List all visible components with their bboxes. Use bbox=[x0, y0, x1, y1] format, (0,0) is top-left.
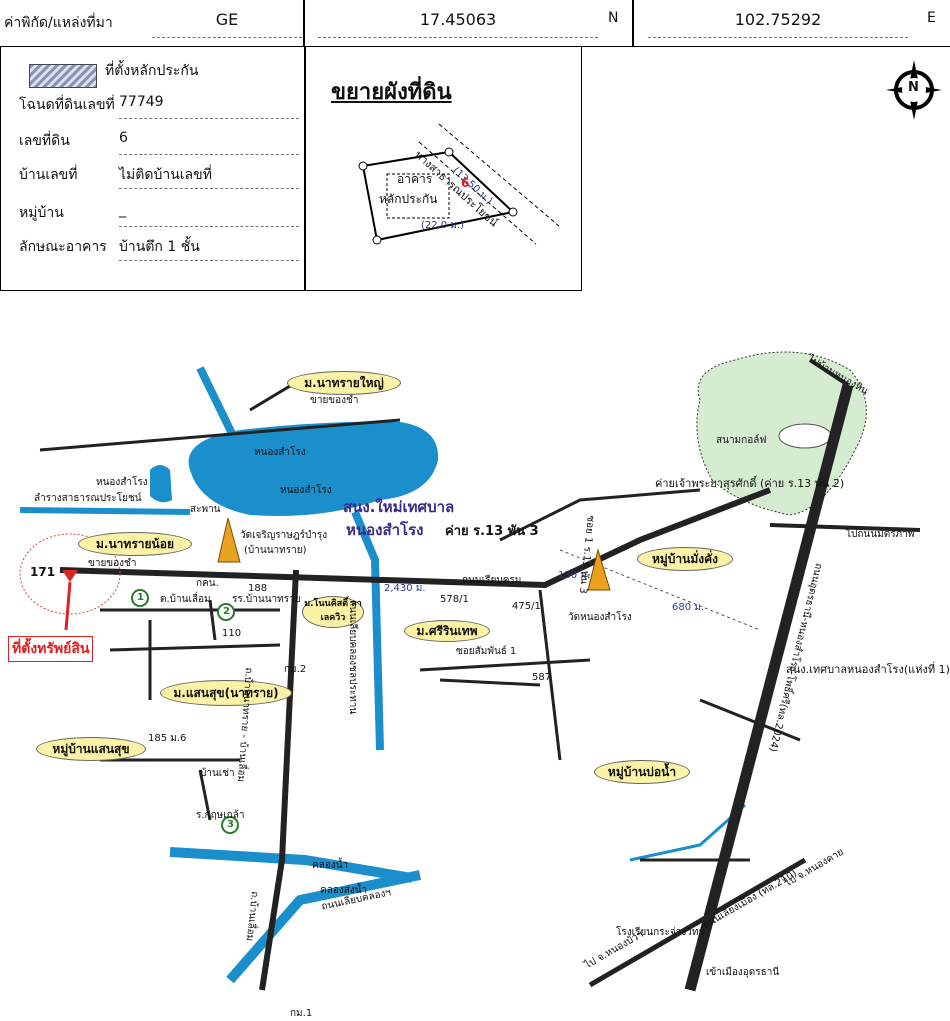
hong-sam-label: หนองสำโรง bbox=[254, 447, 306, 458]
building-value: บ้านตึก 1 ชั้น bbox=[119, 239, 200, 255]
compass-letter: N bbox=[908, 80, 919, 95]
circle-3: 3 bbox=[227, 819, 234, 830]
wat-charoen-label-2: (บ้านนาทราย) bbox=[244, 545, 307, 556]
village-si-rin-thep: ม.ศรีรินเทพ bbox=[404, 620, 490, 642]
circle-2: 2 bbox=[223, 606, 230, 617]
lake-label: หนองสำโรง bbox=[280, 485, 332, 496]
collateral-legend-swatch bbox=[29, 64, 97, 88]
divider bbox=[632, 0, 634, 46]
distance-130: 130 ม. bbox=[558, 570, 591, 581]
plot-title: ขยายผังที่ดิน bbox=[331, 80, 452, 105]
property-info-panel: ที่ตั้งหลักประกัน โฉนดที่ดินเลขที่ 77749… bbox=[0, 46, 582, 291]
land-no-value: 6 bbox=[119, 130, 128, 146]
coordinate-header: ค่าพิกัด/แหล่งที่มา GE 17.45063 N 102.75… bbox=[0, 0, 950, 47]
golf-label: สนามกอล์ฟ bbox=[716, 435, 767, 446]
land-no-label: เลขที่ดิน bbox=[19, 133, 70, 149]
north-arrow-icon bbox=[886, 60, 942, 120]
village-na-sai-noi: ม.นาทรายน้อย bbox=[78, 532, 192, 556]
wat-nong-label: วัดหนองสำโรง bbox=[568, 612, 632, 623]
circle-1: 1 bbox=[137, 592, 144, 603]
rorkuk-label: ร.กฤษเกล้า bbox=[196, 810, 245, 821]
ban-chao-label: บ้านเช่า bbox=[200, 768, 235, 779]
dim-bottom: (22.0 ม.) bbox=[421, 220, 465, 231]
municipal-office-label: สนง.เทศบาลหนองสำโรง(แห่งที่ 1) bbox=[786, 663, 950, 676]
house-no-label: บ้านเลขที่ bbox=[19, 167, 78, 183]
site-label: ที่ตั้งทรัพย์สิน bbox=[8, 636, 94, 662]
site-number: 171 bbox=[30, 565, 56, 579]
lat-dir: N bbox=[608, 10, 619, 26]
house-185: 185 ม.6 bbox=[148, 733, 187, 744]
dash-line bbox=[119, 154, 299, 155]
soi-sampan-label: ซอยสัมพันธ์ 1 bbox=[456, 646, 517, 657]
village-saen-suk-na-sai: ม.แสนสุข(นาทราย) bbox=[160, 680, 292, 706]
village-lakeview: ม.โนนคิสติ์ ลาเลควิว bbox=[302, 596, 364, 628]
divider bbox=[303, 0, 305, 46]
lon-dir: E bbox=[927, 10, 936, 26]
public-way-label: ลำรางสาธารณประโยชน์ bbox=[34, 493, 142, 504]
location-map bbox=[19, 351, 921, 992]
wat-charoen-label: วัดเจริญราษฎร์บำรุง bbox=[240, 530, 328, 541]
plot-diagram bbox=[358, 123, 560, 245]
dash-line bbox=[119, 118, 299, 119]
dash-line bbox=[119, 260, 299, 261]
deed-value: 77749 bbox=[119, 94, 164, 110]
road-riap-label: ถนนเรียบครม bbox=[462, 575, 522, 586]
house-578: 578/1 bbox=[440, 594, 469, 605]
village-na-sai-yai: ม.นาทรายใหญ่ bbox=[287, 371, 401, 395]
house-110: 110 bbox=[222, 628, 242, 639]
house-475: 475/1 bbox=[512, 601, 541, 612]
divider bbox=[304, 46, 306, 291]
new-municipal-label-2: หนองสำโรง bbox=[346, 521, 424, 539]
building-label-1: อาคาร bbox=[397, 172, 433, 186]
shop-label-2: ขายของชำ bbox=[88, 558, 137, 569]
village-label: หมู่บ้าน bbox=[19, 205, 64, 221]
village-mang-khang: หมู่บ้านมั่งคั่ง bbox=[637, 547, 733, 571]
to-udon-label: เข้าเมืองอุดรธานี bbox=[706, 967, 780, 978]
shop-label: ขายของชำ bbox=[310, 395, 359, 406]
dash-line bbox=[119, 226, 299, 227]
house-587: 587 bbox=[532, 672, 552, 683]
longitude-value: 102.75292 bbox=[648, 10, 908, 38]
coord-label: ค่าพิกัด/แหล่งที่มา bbox=[4, 15, 113, 31]
km1-label: กม.1 bbox=[290, 1008, 313, 1019]
school-label: โรงเรียนกระจ่างวิทย์ bbox=[616, 927, 705, 938]
to-mittraphap-label: ไปถนนมิตรภาพ bbox=[846, 529, 915, 540]
camp-r13-3-label: ค่าย ร.13 พัน 3 bbox=[445, 524, 539, 539]
kamnan-label: กคน. bbox=[196, 578, 219, 589]
dash-line bbox=[119, 188, 299, 189]
camp-r13-2-label: ค่ายเจ้าพระยาสุรศักดิ์ (ค่าย ร.13 พัน 2) bbox=[655, 477, 845, 490]
deed-row: โฉนดที่ดินเลขที่ bbox=[19, 97, 115, 113]
source-value: GE bbox=[152, 10, 302, 38]
house-188: 188 bbox=[248, 583, 268, 594]
distance-2430: 2,430 ม. bbox=[384, 583, 426, 594]
village-value: _ bbox=[119, 202, 126, 218]
canal-label: คลองน้ำ bbox=[312, 860, 349, 871]
lake-label-2: หนองสำโรง bbox=[96, 477, 148, 488]
bridge-label: สะพาน bbox=[190, 504, 221, 515]
house-no-value: ไม่ติดบ้านเลขที่ bbox=[119, 167, 212, 183]
tambon-label: ต.บ้านเลื่อม bbox=[160, 594, 211, 605]
village-bo-nam: หมู่บ้านบ่อน้ำ bbox=[594, 760, 690, 784]
legend-label: ที่ตั้งหลักประกัน bbox=[105, 63, 199, 79]
distance-680: 680 ม. bbox=[672, 602, 705, 613]
latitude-value: 17.45063 bbox=[318, 10, 598, 38]
plot-number: 6 bbox=[461, 176, 470, 190]
village-saen-suk: หมู่บ้านแสนสุข bbox=[36, 737, 146, 761]
new-municipal-label: สนง.ใหม่เทศบาล bbox=[343, 498, 455, 516]
building-label: ลักษณะอาคาร bbox=[19, 239, 107, 255]
km2-label: กม.2 bbox=[284, 664, 307, 675]
canal-label-2: คลองส่งน้ำ bbox=[320, 885, 368, 896]
canal-road-label: ถนนเลียบคลองชลประทาน bbox=[347, 600, 358, 715]
school-na-sai-label: รร.บ้านนาทราย bbox=[232, 594, 301, 605]
building-label-2: หลักประกัน bbox=[379, 192, 438, 206]
